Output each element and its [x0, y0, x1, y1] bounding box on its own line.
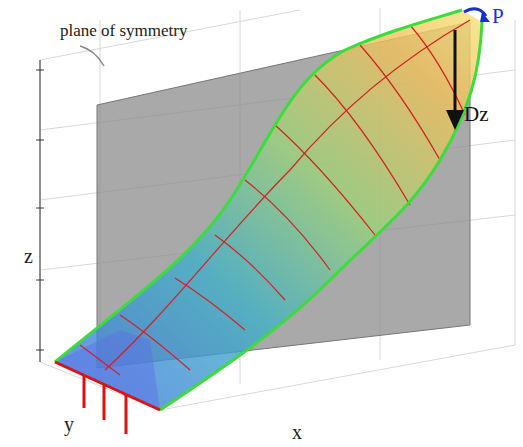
axis-label: y — [64, 414, 74, 434]
axis-label: x — [292, 422, 302, 442]
axis-label: z — [24, 246, 33, 266]
displacement-label: Dz — [464, 104, 489, 125]
plane-label: plane of symmetry — [60, 22, 187, 39]
point-label: P — [492, 6, 504, 27]
